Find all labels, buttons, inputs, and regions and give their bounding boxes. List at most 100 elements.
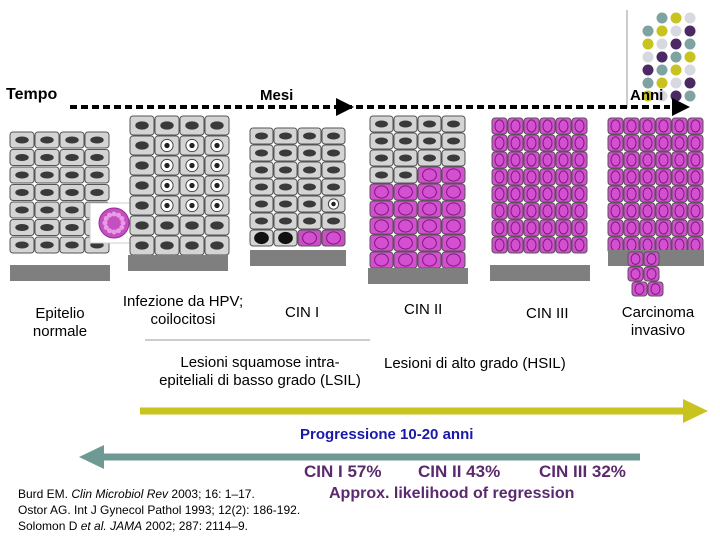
cell-nucleus xyxy=(135,161,149,170)
cell-nucleus xyxy=(255,183,268,191)
normal-cell xyxy=(9,184,35,201)
basement-normal xyxy=(10,265,110,281)
hpv-capsomere xyxy=(119,216,125,221)
cell-nucleus xyxy=(510,187,521,201)
cell-nucleus xyxy=(574,119,585,133)
invading-cell xyxy=(643,266,660,282)
timeline-mid-label: Mesi xyxy=(260,87,294,104)
timeline-start-label: Tempo xyxy=(6,86,58,103)
cell-nucleus xyxy=(303,217,316,225)
carcinoma-cell xyxy=(671,168,688,186)
cell-nucleus xyxy=(374,219,389,233)
cell-nucleus xyxy=(374,236,389,250)
cell-nucleus xyxy=(160,121,174,130)
cell-nucleus xyxy=(542,119,553,133)
decor-dot xyxy=(642,77,654,89)
cell-nucleus xyxy=(610,170,621,184)
cell-nucleus xyxy=(650,283,661,295)
cin3-dysplastic-cell xyxy=(523,151,540,169)
carcinoma-cell xyxy=(655,219,672,237)
cell-nucleus xyxy=(642,153,653,167)
cell-nucleus xyxy=(690,119,701,133)
cin3-dysplastic-cell xyxy=(523,117,540,135)
cell-nucleus xyxy=(526,221,537,235)
stage-label-cin3: CIN III xyxy=(526,305,569,322)
cell-nucleus xyxy=(303,149,316,157)
cell-nucleus xyxy=(214,202,220,209)
hpv-virus-icon xyxy=(98,207,130,239)
carcinoma-cell xyxy=(655,117,672,135)
cin2-dysplastic-cell xyxy=(393,251,418,269)
hpv-capsomere xyxy=(103,225,109,230)
basement-cin3 xyxy=(490,265,590,281)
carcinoma-cell xyxy=(687,202,704,220)
carcinoma-cell xyxy=(623,134,640,152)
hpv-capsomere xyxy=(107,228,112,234)
koilocyte-cell xyxy=(204,195,230,216)
carcinoma-cell xyxy=(639,134,656,152)
cell-nucleus xyxy=(279,200,292,208)
cell-nucleus xyxy=(65,223,79,232)
cin2-dysplastic-cell xyxy=(369,234,394,252)
cell-nucleus xyxy=(327,132,340,140)
cell-nucleus xyxy=(526,153,537,167)
cell-nucleus xyxy=(40,153,54,162)
cell-nucleus xyxy=(446,168,461,182)
carcinoma-cell xyxy=(639,202,656,220)
cell-nucleus xyxy=(642,119,653,133)
cell-nucleus xyxy=(375,171,388,179)
cell-nucleus xyxy=(494,153,505,167)
koilocyte-cell xyxy=(204,155,230,176)
cin2-dysplastic-cell xyxy=(417,251,442,269)
cell-nucleus xyxy=(642,170,653,184)
cell-nucleus xyxy=(510,204,521,218)
decor-dot xyxy=(656,77,668,89)
cell-nucleus xyxy=(526,238,537,252)
cell-nucleus xyxy=(558,204,569,218)
cin3-dysplastic-cell xyxy=(491,151,508,169)
cell-nucleus xyxy=(447,137,460,145)
decor-dot xyxy=(656,38,668,50)
cell-nucleus xyxy=(446,236,461,250)
cin3-dysplastic-cell xyxy=(539,117,556,135)
cell-nucleus xyxy=(164,162,170,169)
cin2-cell xyxy=(417,115,442,133)
cell-nucleus xyxy=(526,187,537,201)
cell-nucleus xyxy=(610,238,621,252)
cell-nucleus xyxy=(658,187,669,201)
cell-nucleus xyxy=(542,204,553,218)
cin1-cell xyxy=(297,212,322,230)
cell-nucleus xyxy=(399,137,412,145)
cell-nucleus xyxy=(214,142,220,149)
hpv-cell xyxy=(129,115,155,136)
hpv-cell xyxy=(154,115,180,136)
cell-nucleus xyxy=(626,221,637,235)
cin3-dysplastic-cell xyxy=(507,117,524,135)
cell-nucleus xyxy=(164,182,170,189)
cell-nucleus xyxy=(642,238,653,252)
normal-cell xyxy=(59,166,85,184)
cell-nucleus xyxy=(135,181,149,190)
cell-nucleus xyxy=(327,217,340,225)
carcinoma-cell xyxy=(639,185,656,203)
regression-cin1: CIN I 57% xyxy=(304,462,382,481)
cin2-cell xyxy=(393,132,418,150)
cell-nucleus xyxy=(65,241,79,249)
carcinoma-cell xyxy=(607,185,624,203)
decor-dot xyxy=(656,25,668,37)
cin2-dysplastic-cell xyxy=(369,200,394,218)
cell-nucleus xyxy=(690,238,701,252)
cell-nucleus xyxy=(189,162,195,169)
hpv-capsomere xyxy=(120,220,126,226)
decor-dot xyxy=(670,38,682,50)
cell-nucleus xyxy=(374,202,389,216)
koilocyte-cell xyxy=(204,135,230,156)
cin2-cell xyxy=(441,149,466,167)
cell-nucleus xyxy=(423,137,436,145)
cell-nucleus xyxy=(189,202,195,209)
cin3-dysplastic-cell xyxy=(571,219,588,237)
hpv-cell xyxy=(154,235,180,256)
carcinoma-cell xyxy=(623,168,640,186)
cell-nucleus xyxy=(164,142,170,149)
cin3-dysplastic-cell xyxy=(523,202,540,220)
